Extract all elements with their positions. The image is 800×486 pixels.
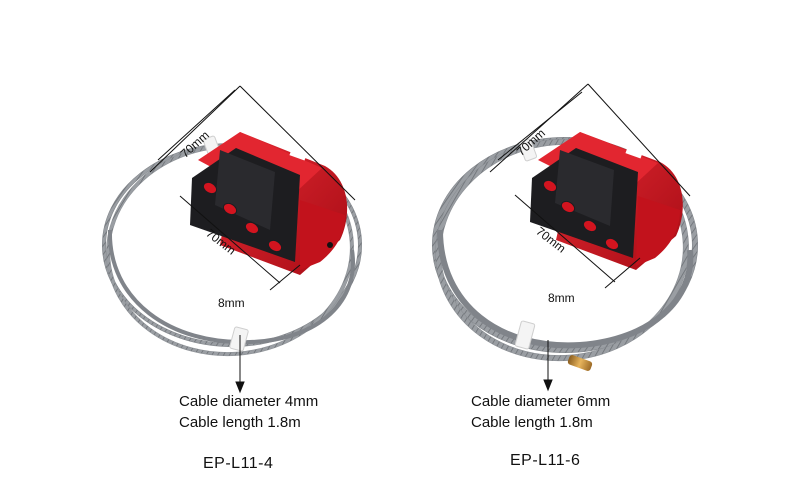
cable-diameter-text: Cable diameter 6mm xyxy=(471,393,611,410)
dim-thickness-label: 8mm xyxy=(548,291,575,305)
spec-block-right: Cable diameter 6mm Cable length 1.8m xyxy=(471,391,610,433)
cable-tie xyxy=(229,326,249,352)
model-label-left: EP-L11-4 xyxy=(203,455,274,472)
cable-length-text: Cable length 1.8m xyxy=(471,414,593,431)
cable-lock-ep-l11-4: 70mm 70mm 8mm xyxy=(102,85,362,394)
dim-thickness-label: 8mm xyxy=(218,296,245,310)
cable-diameter-text: Cable diameter 4mm xyxy=(179,393,319,410)
cable-lock-ep-l11-6: 70mm 70mm 8mm xyxy=(432,83,698,392)
lock-label xyxy=(289,149,307,161)
dimension-lines xyxy=(489,83,691,392)
lock-label xyxy=(625,147,643,159)
lock-holes xyxy=(542,179,620,251)
cable-length-text: Cable length 1.8m xyxy=(179,414,301,431)
cable-tie xyxy=(514,320,536,350)
brass-cable-end xyxy=(567,355,593,371)
lock-holes xyxy=(202,181,283,253)
dimension-lines xyxy=(149,85,356,394)
lock-body xyxy=(190,132,348,275)
spec-block-left: Cable diameter 4mm Cable length 1.8m xyxy=(179,391,318,433)
lock-body xyxy=(530,132,683,270)
model-label-right: EP-L11-6 xyxy=(510,452,581,469)
